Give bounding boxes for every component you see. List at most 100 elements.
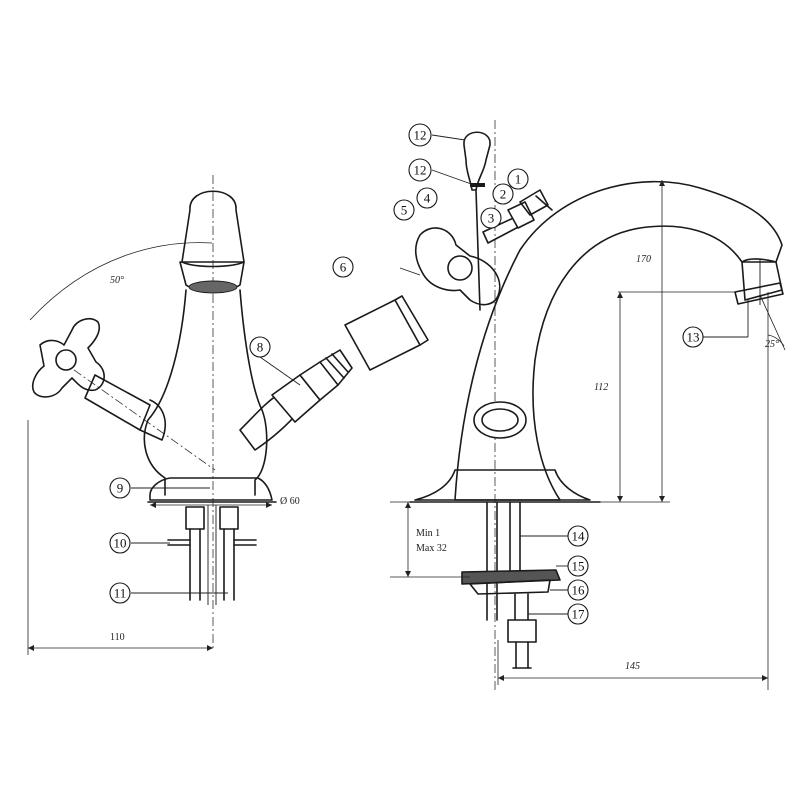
dim-deck-max: Max 32 <box>416 543 447 554</box>
top-button <box>463 131 491 191</box>
dim-deck-min: Min 1 <box>416 528 440 539</box>
aerator-mesh <box>188 280 238 294</box>
supply-pipes-left <box>167 505 257 605</box>
front-view: 170 112 25° 145 Min 1 Max 32 <box>344 120 786 690</box>
o-ring-12b <box>470 183 485 187</box>
callout-8: 8 <box>249 336 271 358</box>
callout-circle-1 <box>507 168 529 190</box>
spout-angle-line <box>759 294 786 351</box>
callout-circle-14 <box>567 525 589 547</box>
arrow-170-bottom <box>659 496 665 502</box>
arrow-145-right <box>762 675 768 681</box>
cross-hub-right <box>447 255 473 281</box>
callout-5: 5 <box>393 199 415 221</box>
callout-circle-4 <box>416 187 438 209</box>
leader-12 <box>431 134 466 141</box>
spout-tip <box>741 261 783 301</box>
dim-angle-50: 50° <box>110 275 124 286</box>
side-view: 50° Ø 60 110 <box>27 175 353 655</box>
callout-3: 3 <box>480 207 502 229</box>
part-1-screw <box>519 189 553 216</box>
arrow-diameter-left <box>150 502 156 508</box>
dim-height-112: 112 <box>594 382 608 393</box>
callout-circle-12 <box>408 123 432 147</box>
callout-label-5: 5 <box>401 203 408 218</box>
callout-circle-5 <box>393 199 415 221</box>
callout-2: 2 <box>492 183 514 205</box>
dim-diameter: Ø 60 <box>280 496 300 507</box>
callout-label-12: 12 <box>414 128 427 143</box>
callout-label-2: 2 <box>500 187 507 202</box>
callout-label-10: 10 <box>114 536 127 551</box>
arrow-diameter-right <box>266 502 272 508</box>
callout-label-1: 1 <box>515 172 522 187</box>
callout-circle-6 <box>332 256 354 278</box>
cross-hub-left <box>55 349 77 371</box>
cross-handle-right <box>414 227 501 306</box>
leader-6 <box>399 267 421 276</box>
callout-circle-16 <box>567 579 589 601</box>
callout-13: 13 <box>682 326 704 348</box>
callout-4: 4 <box>416 187 438 209</box>
callout-circle-8 <box>249 336 271 358</box>
dim-reach-145: 145 <box>625 661 640 672</box>
callout-label-6: 6 <box>340 260 347 275</box>
callout-circle-10 <box>109 532 131 554</box>
arrow-110-left <box>28 645 34 651</box>
callout-label-16: 16 <box>572 583 586 598</box>
callout-12: 12 <box>408 123 432 147</box>
callout-label-14: 14 <box>572 529 586 544</box>
angle-arc-25 <box>767 334 785 347</box>
handle-axis-left <box>59 359 216 471</box>
callout-label-3: 3 <box>488 211 495 226</box>
callout-label-9: 9 <box>117 481 124 496</box>
callout-10: 10 <box>109 532 131 554</box>
cartridge-parts <box>482 189 553 244</box>
pipe-nut-a <box>185 506 205 530</box>
body-base <box>149 477 273 501</box>
aerator-right <box>734 282 784 305</box>
callout-circle-17 <box>567 603 589 625</box>
callout-label-12b: 12 <box>414 163 427 178</box>
callout-circle-13 <box>682 326 704 348</box>
spindle-rod <box>475 189 481 311</box>
arched-spout <box>454 180 783 501</box>
pipe-nut-b <box>219 506 239 530</box>
plate-16 <box>469 579 551 595</box>
faucet-body <box>143 289 268 496</box>
arrow-112-bottom <box>617 496 623 502</box>
handle-cap-left <box>139 399 166 441</box>
callout-circle-15 <box>567 555 589 577</box>
body-base-right <box>414 469 591 501</box>
dim-height-170: 170 <box>636 254 651 265</box>
callout-1: 1 <box>507 168 529 190</box>
dim-width-110: 110 <box>110 632 125 643</box>
nut-17 <box>507 619 537 643</box>
leader-lines <box>131 134 749 615</box>
part-2-nut <box>507 201 535 229</box>
callout-11: 11 <box>109 582 131 604</box>
arrow-112-top <box>617 292 623 298</box>
arrow-deck-bottom <box>405 571 411 577</box>
callout-label-4: 4 <box>424 191 431 206</box>
callout-6: 6 <box>332 256 354 278</box>
valve-hole <box>473 401 527 439</box>
callout-circle-2 <box>492 183 514 205</box>
callout-15: 15 <box>567 555 589 577</box>
callout-label-11: 11 <box>114 586 127 601</box>
spout-dome <box>181 190 245 268</box>
tie-rod-right <box>233 539 257 546</box>
callout-label-17: 17 <box>572 607 586 622</box>
valve-hole-inner <box>481 408 519 432</box>
callout-circle-11 <box>109 582 131 604</box>
callout-label-15: 15 <box>572 559 585 574</box>
callout-label-13: 13 <box>687 330 700 345</box>
callout-17: 17 <box>567 603 589 625</box>
angle-arc-50 <box>29 242 213 321</box>
callout-circle-9 <box>109 477 131 499</box>
arrow-110-right <box>207 645 213 651</box>
valve-thread <box>319 349 353 386</box>
supply-pipes-right <box>461 501 561 669</box>
callout-label-8: 8 <box>257 340 264 355</box>
